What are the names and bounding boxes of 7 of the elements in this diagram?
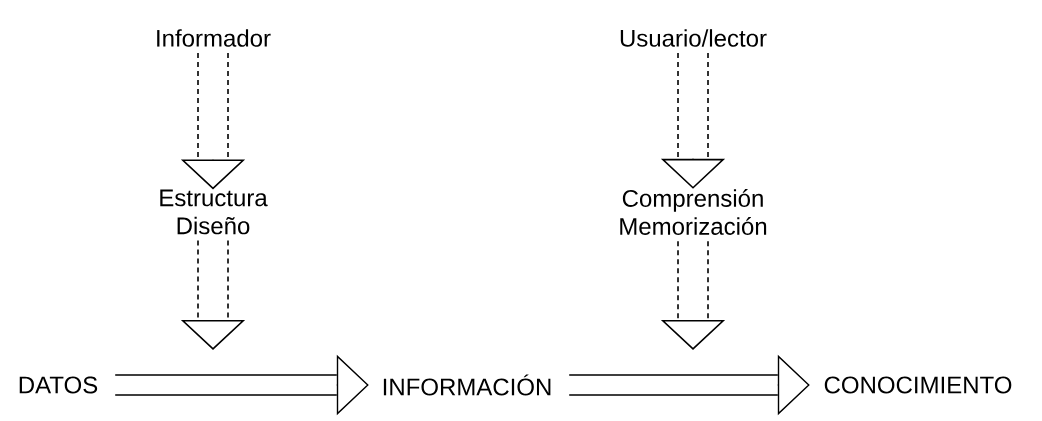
label-text: Usuario/lector [620,29,767,47]
label-text: CONOCIMIENTO [824,376,1012,394]
label-text: INFORMACIÓN [383,374,551,396]
label-text: Informador [157,29,271,47]
label-text: DATOS [19,376,98,394]
label-text: Comprensión Memorización [620,189,767,235]
label-text: Estructura Diseño [160,189,268,235]
